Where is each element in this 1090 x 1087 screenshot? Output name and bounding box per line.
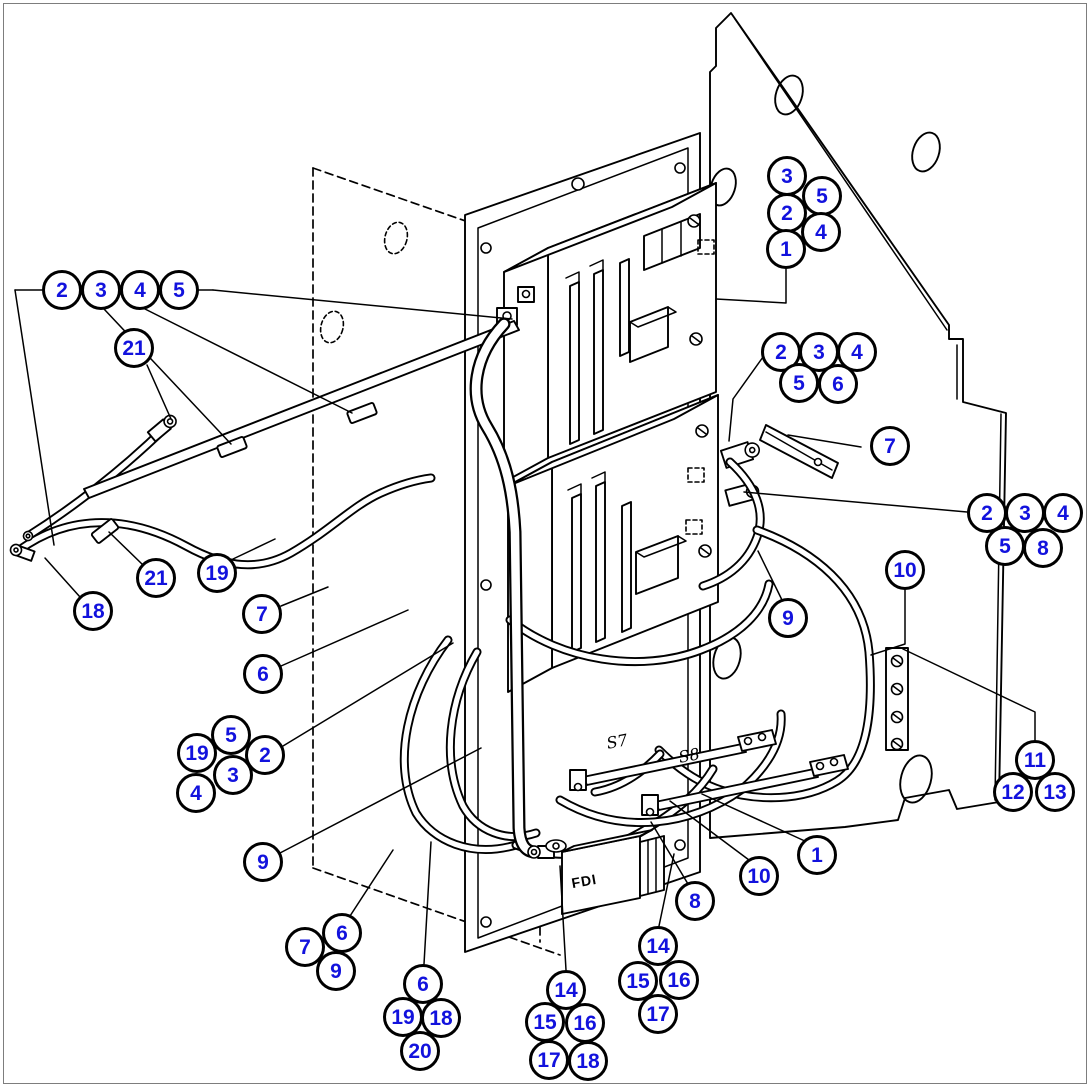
callout-balloon-2: 2 [245,735,285,775]
callout-balloon-16: 16 [659,960,699,1000]
callout-balloon-8: 8 [1023,528,1063,568]
callout-balloon-5: 5 [159,270,199,310]
callout-balloon-3: 3 [1005,493,1045,533]
callout-balloon-21: 21 [136,558,176,598]
callout-balloon-5: 5 [211,715,251,755]
callout-balloon-4: 4 [176,773,216,813]
callout-balloon-12: 12 [993,772,1033,812]
callout-balloon-4: 4 [1043,493,1083,533]
callout-balloon-9: 9 [243,842,283,882]
switch-bar-s7: S7 [569,729,777,792]
lower-module [507,394,839,693]
callout-balloon-19: 19 [197,553,237,593]
callout-balloon-7: 7 [242,594,282,634]
callout-balloon-6: 6 [243,654,283,694]
callout-balloon-9: 9 [768,598,808,638]
s7-label: S7 [605,730,630,753]
callout-balloon-5: 5 [985,526,1025,566]
callout-balloon-3: 3 [81,270,121,310]
callout-balloon-8: 8 [675,881,715,921]
callout-balloon-7: 7 [870,426,910,466]
callout-balloon-2: 2 [761,332,801,372]
upper-module [496,182,717,483]
callout-balloon-17: 17 [638,994,678,1034]
terminal-bracket [885,647,909,751]
callout-balloon-16: 16 [565,1003,605,1043]
callout-balloon-4: 4 [801,212,841,252]
callout-balloon-19: 19 [177,733,217,773]
callout-balloon-20: 20 [400,1031,440,1071]
fdi-label: FDI [570,871,598,891]
wire-harness [9,317,875,859]
callout-balloon-18: 18 [421,998,461,1038]
callout-balloon-5: 5 [779,363,819,403]
leader-lines [14,268,1036,971]
callout-balloon-3: 3 [799,332,839,372]
callout-balloon-14: 14 [638,926,678,966]
callout-balloon-6: 6 [322,913,362,953]
callout-balloon-18: 18 [73,591,113,631]
callout-balloon-10: 10 [885,550,925,590]
s8-label: S8 [677,744,701,767]
callout-balloon-4: 4 [120,270,160,310]
rear-panel [709,12,1007,839]
callout-balloon-21: 21 [114,328,154,368]
callout-balloon-2: 2 [42,270,82,310]
callout-balloon-1: 1 [797,835,837,875]
callout-balloon-10: 10 [739,856,779,896]
fdi-module: FDI [545,829,665,915]
callout-balloon-1: 1 [766,229,806,269]
callout-balloon-5: 5 [802,176,842,216]
callout-balloon-15: 15 [525,1002,565,1042]
switch-bar-s8: S8 [641,744,849,817]
callout-balloon-13: 13 [1035,772,1075,812]
callout-balloon-18: 18 [568,1041,608,1081]
callout-balloon-3: 3 [767,156,807,196]
callout-balloon-4: 4 [837,332,877,372]
callout-balloon-17: 17 [529,1040,569,1080]
callout-balloon-6: 6 [818,364,858,404]
callout-balloon-3: 3 [213,755,253,795]
callout-balloon-9: 9 [316,951,356,991]
